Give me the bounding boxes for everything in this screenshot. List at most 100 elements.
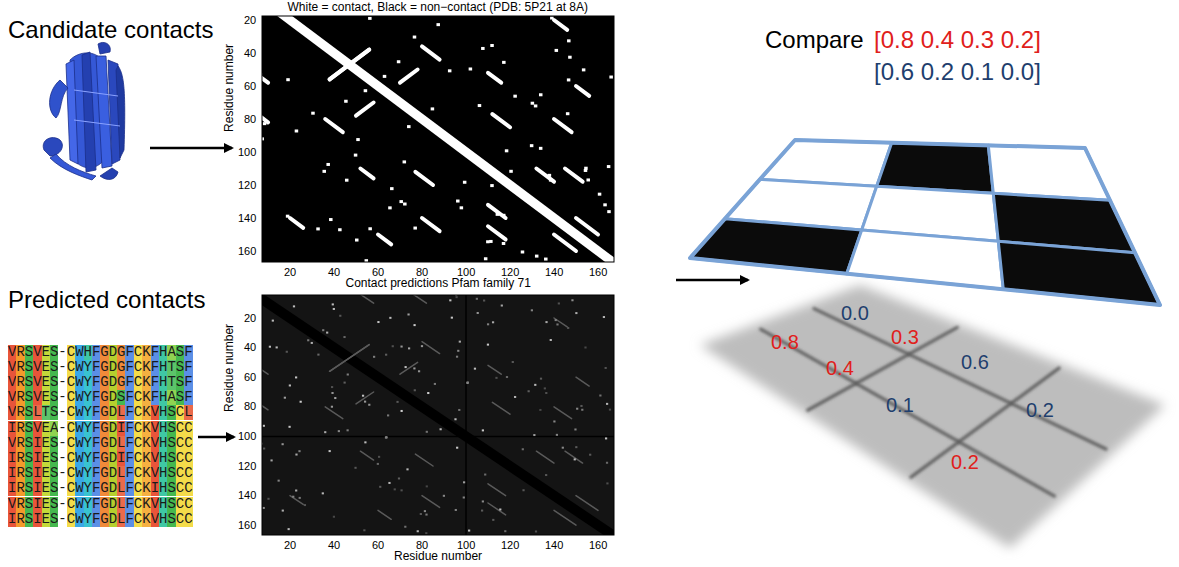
map-mark: [482, 500, 484, 502]
map-mark: [554, 20, 567, 30]
tick-label: 80: [244, 113, 256, 126]
map-mark: [545, 474, 547, 476]
map-mark: [566, 112, 570, 115]
map-mark: [300, 401, 302, 403]
map-mark: [455, 509, 457, 511]
map-mark: [436, 23, 440, 26]
section-heading: Candidate contacts: [8, 16, 213, 44]
tick-label: 20: [244, 312, 256, 325]
arrow: [150, 147, 232, 150]
map-mark: [385, 436, 387, 438]
map-mark: [377, 321, 379, 323]
map-mark: [486, 240, 490, 243]
map-mark: [345, 179, 349, 182]
map-mark: [262, 112, 268, 122]
map-mark: [425, 532, 427, 534]
map-mark: [295, 490, 297, 492]
map-mark: [553, 420, 555, 422]
map-mark: [347, 374, 349, 376]
map-mark: [465, 295, 467, 535]
map-mark: [603, 203, 607, 206]
map-mark: [288, 426, 290, 428]
map-mark: [492, 114, 510, 127]
map-mark: [539, 409, 541, 411]
map-mark: [484, 257, 488, 260]
map-mark: [456, 447, 458, 449]
map-mark: [262, 362, 268, 374]
map-frame: [262, 295, 614, 535]
map-mark: [431, 107, 435, 110]
map-mark: [390, 187, 394, 190]
map-mark: [292, 496, 294, 498]
map-mark: [609, 409, 611, 411]
map-mark: [565, 169, 583, 182]
map-mark: [364, 89, 368, 92]
map-mark: [332, 303, 334, 305]
map-mark: [534, 104, 538, 107]
map-mark: [545, 392, 547, 394]
map-mark: [487, 344, 489, 346]
map-mark: [331, 392, 333, 394]
map-mark: [496, 213, 500, 216]
cell-score: 0.6: [961, 351, 989, 374]
map-mark: [599, 395, 601, 397]
map-mark: [282, 510, 284, 512]
map-mark: [581, 409, 583, 411]
map-mark: [422, 46, 440, 59]
map-mark: [388, 206, 392, 209]
map-mark: [389, 317, 391, 319]
map-mark: [522, 489, 524, 491]
map-mark: [401, 410, 403, 412]
tick-label: 120: [501, 539, 519, 552]
chart-title: White = contact, Black = non−contact (PD…: [288, 1, 589, 15]
map-mark: [555, 319, 557, 321]
map-mark: [501, 305, 503, 307]
map-mark: [326, 163, 330, 166]
grid-cell: [877, 143, 994, 194]
map-mark: [400, 346, 402, 348]
map-mark: [425, 514, 427, 516]
map-mark: [396, 401, 398, 403]
map-mark: [531, 309, 533, 311]
map-mark: [394, 488, 396, 490]
map-mark: [326, 332, 328, 334]
map-mark: [457, 350, 459, 352]
map-mark: [387, 414, 389, 416]
map-mark: [554, 119, 572, 132]
map-mark: [571, 299, 573, 301]
axis-title: Residue number: [394, 550, 482, 564]
map-mark: [568, 56, 572, 59]
map-mark: [575, 446, 577, 448]
map-mark: [316, 227, 320, 230]
map-mark: [576, 86, 589, 96]
map-mark: [574, 428, 576, 430]
map-mark: [460, 206, 464, 209]
map-mark: [426, 431, 428, 433]
cell-score: 0.4: [826, 357, 854, 380]
map-mark: [356, 295, 374, 303]
tick-label: 40: [328, 539, 340, 552]
map-mark: [414, 389, 416, 391]
map-mark: [344, 100, 348, 103]
map-mark: [536, 451, 554, 463]
map-mark: [490, 184, 494, 187]
map-mark: [403, 203, 407, 206]
map-mark: [536, 169, 554, 182]
map-mark: [487, 323, 489, 325]
map-mark: [360, 451, 373, 460]
map-mark: [454, 418, 456, 420]
map-mark: [505, 149, 509, 152]
map-mark: [467, 382, 469, 384]
map-mark: [586, 178, 590, 181]
map-mark: [540, 378, 542, 380]
map-mark: [567, 39, 571, 42]
map-mark: [373, 356, 375, 358]
map-mark: [492, 402, 510, 414]
score-vector: [0.8 0.4 0.3 0.2]: [874, 26, 1041, 54]
map-mark: [403, 160, 407, 163]
map-mark: [405, 366, 407, 368]
map-mark: [299, 497, 301, 499]
diagonal-band: [262, 16, 614, 262]
map-mark: [407, 313, 409, 315]
tick-label: 120: [238, 179, 256, 192]
